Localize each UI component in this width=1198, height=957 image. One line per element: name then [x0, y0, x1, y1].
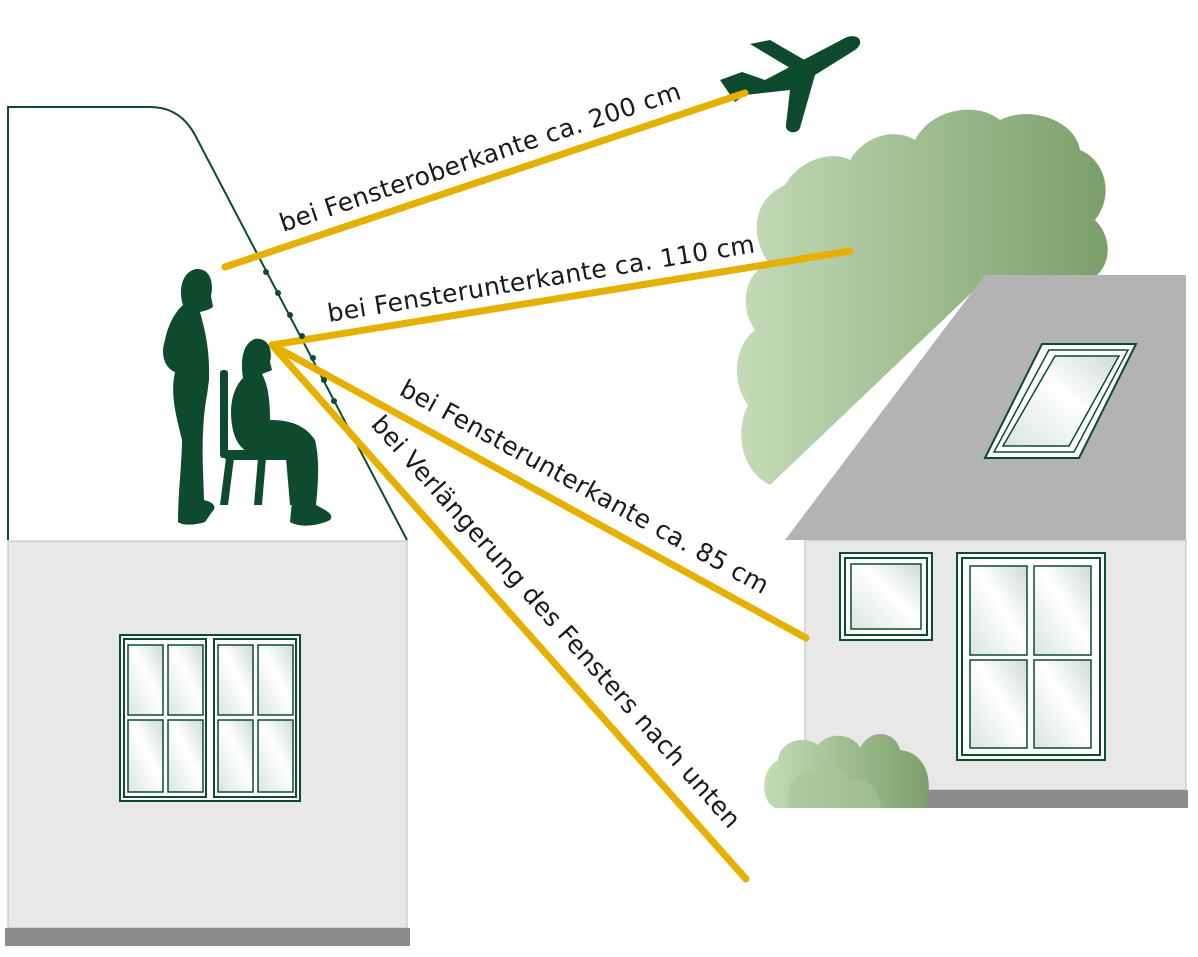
standing-person-icon — [163, 268, 215, 525]
left-ground-strip — [5, 928, 410, 946]
right-large-window — [956, 552, 1106, 761]
airplane-icon — [720, 36, 861, 133]
right-small-window — [839, 552, 933, 641]
sightline-bottom-edge-85 — [268, 341, 810, 642]
sightline-top-edge — [221, 89, 749, 271]
left-window — [119, 634, 301, 802]
left-building — [5, 106, 410, 946]
right-house — [764, 275, 1188, 808]
sight-lines — [221, 89, 854, 883]
sightline-bottom-edge-110 — [268, 247, 854, 349]
background-tree — [736, 109, 1108, 485]
roof-skylight — [983, 343, 1138, 459]
window-dotted-line — [263, 269, 337, 404]
sitting-person-icon — [231, 338, 332, 526]
sightline-extension-down — [268, 341, 750, 883]
right-roof — [785, 275, 1186, 540]
label-top-edge: bei Fensteroberkante ca. 200 cm — [276, 76, 685, 237]
